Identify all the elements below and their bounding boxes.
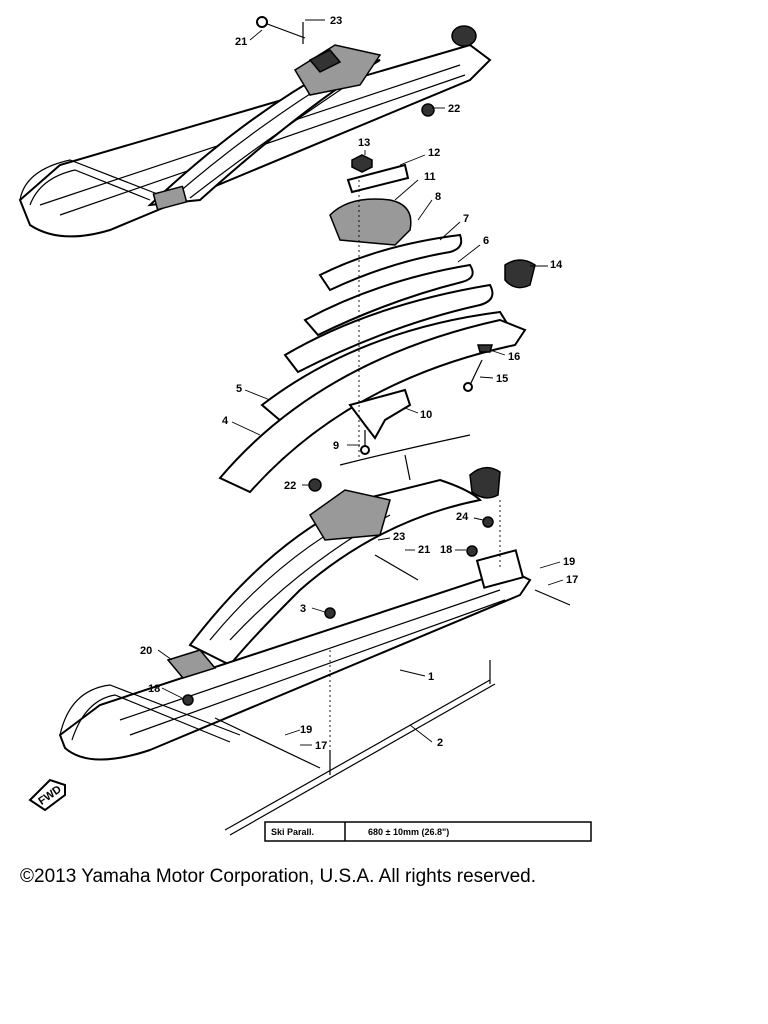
callout-11: 11 [424,171,436,183]
callout-17-left: 17 [315,740,327,752]
spec-label: Ski Parall. [271,827,314,837]
callout-16: 16 [508,351,520,363]
callout-15: 15 [496,373,508,385]
ski-parallel-spec-box: Ski Parall. 680 ± 10mm (26.8") [264,821,592,842]
callout-13: 13 [358,137,370,149]
callout-8: 8 [435,191,441,203]
callout-18-left: 18 [148,683,160,695]
callout-1: 1 [428,671,434,683]
callout-7: 7 [463,213,469,225]
callout-21-lower: 21 [418,544,430,556]
spec-value: 680 ± 10mm (26.8") [368,827,449,837]
callout-9: 9 [333,440,339,452]
callout-labels: 23 21 22 13 12 11 8 7 6 14 16 15 5 4 10 … [140,15,578,752]
copyright-notice: ©2013 Yamaha Motor Corporation, U.S.A. A… [20,866,536,887]
callout-22-lower: 22 [284,480,296,492]
callout-12: 12 [428,147,440,159]
callout-19-right: 19 [563,556,575,568]
callout-14: 14 [550,259,563,271]
leader-lines [157,19,564,746]
callout-3: 3 [300,603,306,615]
upper-ski-assembly [18,16,492,238]
callout-6: 6 [483,235,489,247]
callout-24: 24 [456,511,469,523]
callout-4: 4 [222,415,229,427]
callout-19-left: 19 [300,724,312,736]
callout-23-lower: 23 [393,531,405,543]
callout-10: 10 [420,409,432,421]
exploded-spring-parts [218,154,536,494]
callout-18-right: 18 [440,544,452,556]
callout-22-upper: 22 [448,103,460,115]
callout-2: 2 [437,737,443,749]
callout-17-right: 17 [566,574,578,586]
callout-23-upper: 23 [330,15,342,27]
lower-ski-assembly [58,466,571,836]
callout-21-upper: 21 [235,36,247,48]
fwd-arrow: FWD [28,778,66,812]
ski-assembly-diagram: FWD 23 21 22 1 [18,15,592,842]
callout-5: 5 [236,383,242,395]
callout-20: 20 [140,645,152,657]
